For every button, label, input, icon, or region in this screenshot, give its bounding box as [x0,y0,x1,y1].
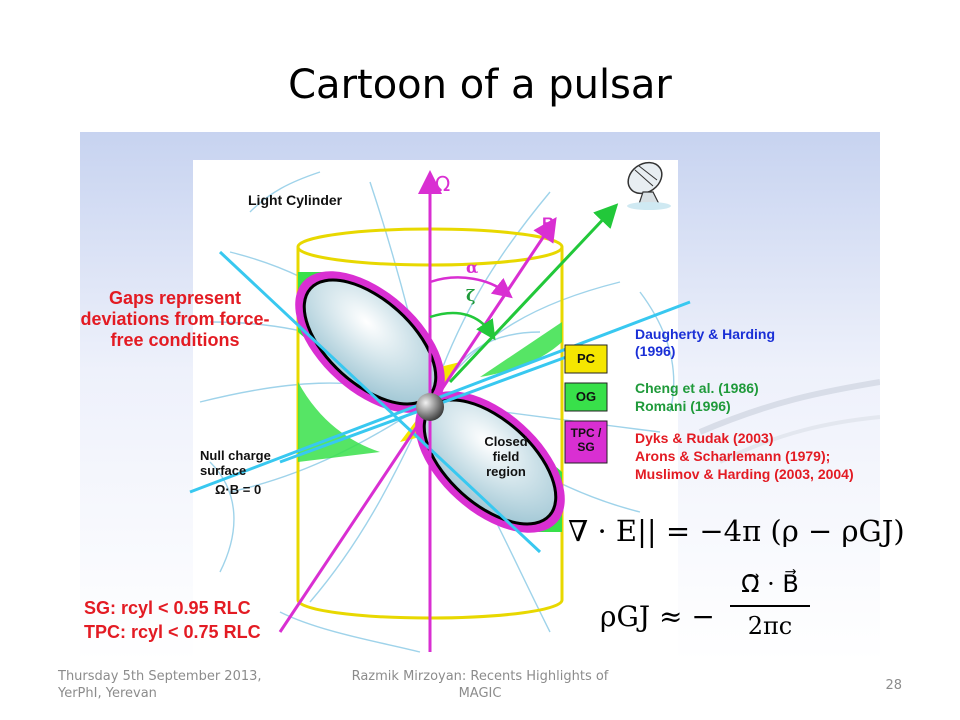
legend-og-ref-2: Romani (1996) [635,398,731,414]
decor-swoosh [719,415,880,464]
goldreich-julian-denominator: 2πc [747,612,793,640]
legend-pc-label: PC [576,351,596,366]
legend-tpc-ref-3: Muslimov & Harding (2003, 2004) [635,466,854,482]
legend-tpc-ref-2: Arons & Scharlemann (1979); [635,448,831,464]
neutron-star [416,393,444,421]
goldreich-julian-lhs: ρGJ ≈ − [600,600,715,633]
alpha-arc [429,276,513,299]
outer-gap-right [480,322,562,377]
alpha-label: α [466,258,479,277]
fraction-bar [730,605,810,607]
goldreich-julian-numerator: Ω⃗ · B⃗ [741,570,799,598]
footer-date: Thursday 5th September 2013, YerPhI, Yer… [58,669,262,701]
footer-talk-title: Razmik Mirzoyan: Recents Highlights of M… [351,669,609,701]
gauss-law-equation: ∇ · E|| = −4π (ρ − ρGJ) [568,514,905,548]
legend-tpc-ref-1: Dyks & Rudak (2003) [635,430,774,446]
slide-title: Cartoon of a pulsar [288,62,672,108]
pulsar-figure: Light Cylinder Ω B α ζ Gaps represent de… [80,132,905,662]
pulsar-diagram [80,132,880,662]
legend-tpc-label: TPC / SG [570,426,602,454]
legend-pc-box [564,344,608,374]
zeta-arc [429,311,496,341]
telescope-icon [627,161,671,210]
zeta-label: ζ [466,286,476,305]
tpc-condition: TPC: rcyl < 0.75 RLC [84,622,261,642]
slide-number: 28 [885,678,902,693]
omega-label: Ω [435,172,451,196]
null-charge-label: Null charge surface [200,448,271,478]
legend-og-label: OG [575,389,597,404]
legend-og-box [564,382,608,412]
legend-pc-ref: Daugherty & Harding (1996) [635,326,776,359]
line-of-sight [448,203,619,384]
sg-condition: SG: rcyl < 0.95 RLC [84,598,251,618]
closed-field-label: Closed field region [484,434,528,479]
decor-swoosh [698,379,880,435]
legend-og-ref-1: Cheng et al. (1986) [635,380,759,396]
b-label: B [542,214,555,233]
null-charge-equation: Ω·B = 0 [215,482,262,497]
legend-tpc-box [564,420,608,464]
light-cylinder-label: Light Cylinder [248,192,343,208]
gaps-note: Gaps represent deviations from force-fre… [80,288,270,350]
